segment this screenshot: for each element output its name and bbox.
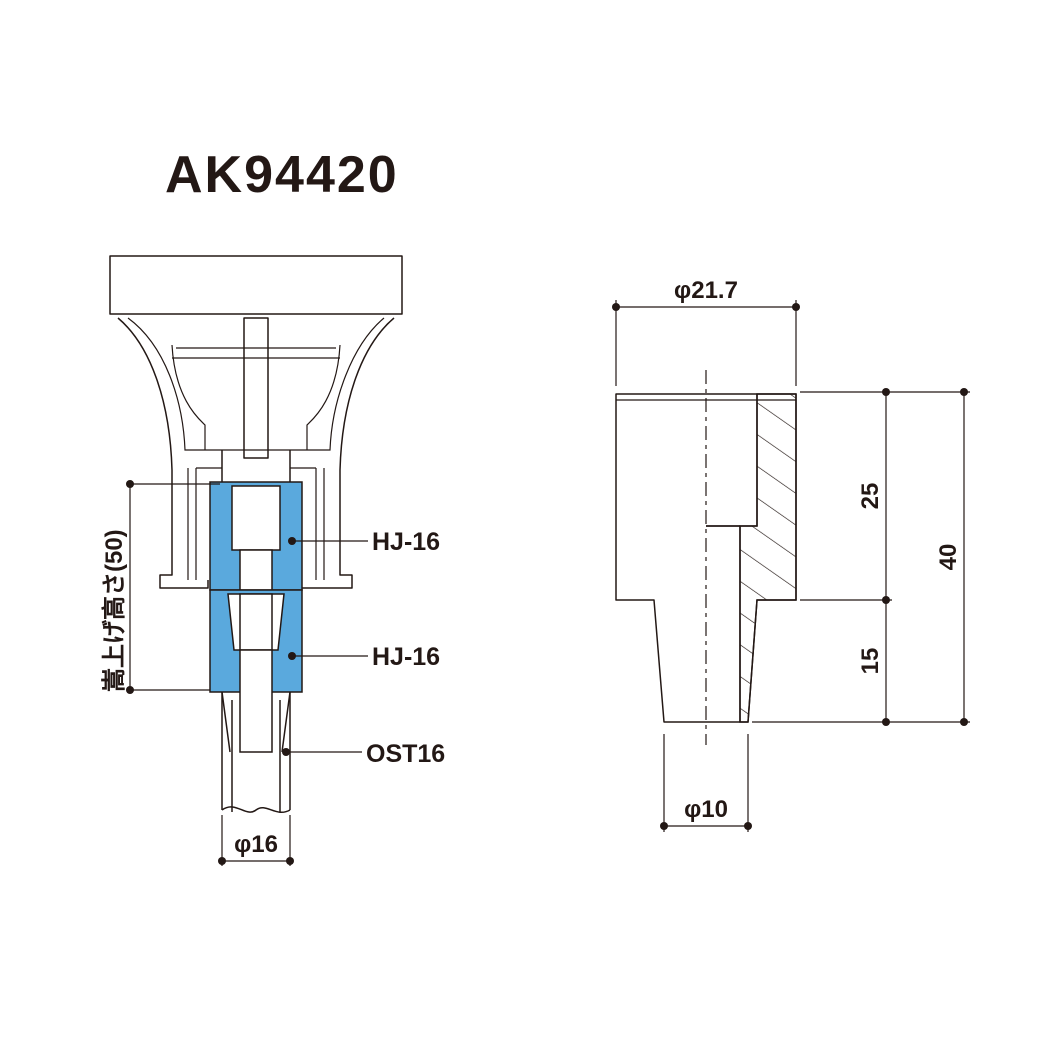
section-hatch [739, 393, 797, 723]
phi10-label: φ10 [684, 796, 728, 823]
chain-dot-mid [882, 596, 890, 604]
lift-height-dot-top [126, 480, 134, 488]
height-40-label: 40 [935, 544, 962, 571]
bowl-right [306, 344, 341, 450]
funnel-body-right [299, 317, 395, 589]
product-code-title: AK94420 [165, 146, 399, 204]
phi10-dot-right [744, 822, 752, 830]
phi16-label: φ16 [234, 831, 278, 858]
upper-hj16-bore [231, 485, 281, 551]
lift-height-label: 嵩上げ高さ(50) [100, 529, 128, 692]
callout-label-ost16: OST16 [366, 740, 445, 768]
callout-dot-2 [288, 652, 296, 660]
lift-height-dot-bottom [126, 686, 134, 694]
callout-label-lower-hj16: HJ-16 [372, 643, 440, 671]
phi16-dot-left [218, 857, 226, 865]
phi16-dot-right [286, 857, 294, 865]
chain-dot-top [882, 388, 890, 396]
part-section-view: φ21.7 φ10 25 15 40 [612, 277, 970, 832]
funnel-body-left [117, 317, 209, 589]
callout-dot-1 [288, 537, 296, 545]
lower-hj16-bore [239, 593, 273, 651]
phi217-dot-right [792, 303, 800, 311]
funnel-inner-shell [127, 317, 385, 451]
drain-top-cap [109, 255, 403, 315]
total-dot-bottom [960, 718, 968, 726]
ost16-bore [239, 649, 273, 753]
outer-skirt [187, 468, 325, 580]
height-25-label: 25 [857, 483, 884, 510]
phi217-label: φ21.7 [674, 277, 738, 304]
bore-lower [706, 525, 741, 722]
phi10-dot-left [660, 822, 668, 830]
center-rod [243, 317, 269, 459]
callout-dot-3 [282, 748, 290, 756]
ost16-taper [221, 691, 291, 753]
assembly-view: 嵩上げ高さ(50) HJ-16 HJ-16 OST16 φ16 [100, 255, 445, 866]
bore-step-upper [706, 394, 758, 527]
neck-walls [221, 450, 291, 482]
callout-label-upper-hj16: HJ-16 [372, 528, 440, 556]
chain-dot-bottom [882, 718, 890, 726]
height-15-label: 15 [857, 648, 884, 675]
phi217-dot-left [612, 303, 620, 311]
pipe-inner-walls [231, 700, 281, 812]
inner-skirt [195, 468, 317, 580]
bowl-left [171, 344, 206, 450]
upper-hj16-narrow-bore [239, 549, 273, 591]
total-dot-top [960, 388, 968, 396]
pipe-walls [221, 692, 291, 810]
pipe-break-line [221, 806, 291, 813]
